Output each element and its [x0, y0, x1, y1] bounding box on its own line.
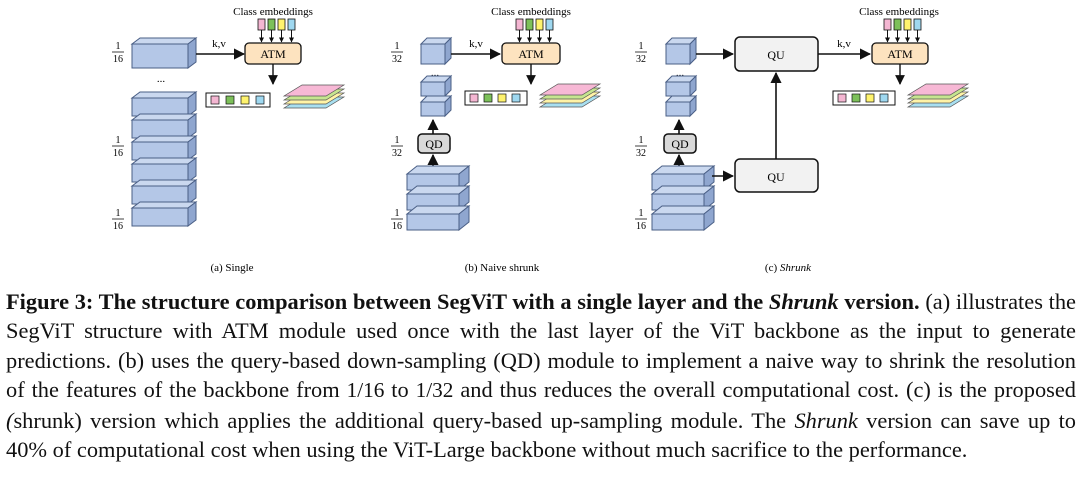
- caption-text-3c: shrunk) version which applies the additi…: [13, 407, 795, 433]
- panel-c-shrunk: ... QD 1 32 1 32 1 16: [635, 6, 970, 274]
- scale-label-top: 1 32: [391, 41, 403, 65]
- svg-text:16: 16: [113, 221, 123, 232]
- svg-text:ATM: ATM: [260, 47, 286, 61]
- caption-text-3: and thus reduces the overall computation…: [453, 377, 1076, 403]
- panel-a-single: ... 1 16: [112, 6, 346, 274]
- atm-module: ATM: [244, 42, 302, 65]
- caption-text-2: to: [384, 377, 416, 403]
- svg-text:32: 32: [636, 148, 646, 159]
- panel-label: (b) Naive shrunk: [465, 262, 540, 274]
- output-tokens: [464, 90, 528, 106]
- atm-module: ATM: [501, 42, 561, 65]
- svg-text:16: 16: [113, 54, 123, 65]
- qd-module: QD: [663, 133, 697, 154]
- kv-label: k,v: [469, 38, 483, 50]
- class-embedding-tokens: [883, 18, 922, 43]
- svg-text:32: 32: [392, 54, 402, 65]
- svg-text:1: 1: [116, 208, 121, 219]
- scale-label-mid: 1 32: [635, 135, 647, 159]
- panel-label: (a) Single: [210, 262, 253, 274]
- class-embeddings-label: Class embeddings: [233, 6, 313, 18]
- svg-text:1: 1: [639, 41, 644, 52]
- svg-text:32: 32: [636, 54, 646, 65]
- feature-block: [130, 37, 198, 69]
- qu-module-bottom: QU: [734, 158, 819, 193]
- svg-text:1: 1: [395, 41, 400, 52]
- svg-text:1: 1: [116, 135, 121, 146]
- backbone-stack: [130, 91, 198, 227]
- class-embeddings-label: Class embeddings: [859, 6, 939, 18]
- backbone-stack: [650, 164, 716, 232]
- qd-module: QD: [417, 133, 451, 154]
- output-tokens: [832, 90, 896, 106]
- qu-module-top: QU: [734, 36, 819, 72]
- atm-module: ATM: [871, 42, 929, 65]
- caption-paren: (: [6, 407, 14, 433]
- fraction-1-16: 1/16: [346, 378, 385, 403]
- ellipsis: ...: [157, 73, 166, 85]
- svg-text:1: 1: [639, 208, 644, 219]
- svg-text:16: 16: [392, 221, 402, 232]
- svg-text:16: 16: [113, 148, 123, 159]
- feature-block: [419, 36, 453, 66]
- class-embedding-tokens: [257, 18, 296, 43]
- figure-3-diagram: ... 1 16: [112, 6, 970, 274]
- scale-label-bottom: 1 16: [635, 208, 647, 232]
- svg-text:1: 1: [395, 135, 400, 146]
- svg-text:32: 32: [392, 148, 402, 159]
- scale-label-mid: 1 16: [112, 135, 124, 159]
- svg-text:QU: QU: [767, 48, 785, 62]
- svg-text:QU: QU: [767, 170, 785, 184]
- svg-text:1: 1: [116, 41, 121, 52]
- svg-text:1: 1: [639, 135, 644, 146]
- scale-label-mid: 1 32: [391, 135, 403, 159]
- panel-label: (c) Shrunk: [765, 262, 812, 274]
- caption-title: Figure 3: The structure comparison betwe…: [6, 289, 920, 314]
- small-block-stack: [664, 74, 698, 118]
- small-block-stack: [419, 74, 453, 118]
- scale-label-top: 1 16: [112, 41, 124, 65]
- caption-text-4: version can save up to 40% of computatio…: [6, 407, 1076, 463]
- svg-text:QD: QD: [671, 137, 689, 151]
- scale-label-bottom: 1 16: [391, 208, 403, 232]
- panel-b-naive-shrunk: ... QD 1 32 1 32 1 16: [391, 6, 602, 274]
- kv-label: k,v: [837, 38, 851, 50]
- backbone-stack: [405, 164, 471, 232]
- svg-text:16: 16: [636, 221, 646, 232]
- ellipsis: ...: [676, 67, 685, 79]
- kv-label: k,v: [212, 38, 226, 50]
- svg-text:ATM: ATM: [887, 47, 913, 61]
- ellipsis: ...: [431, 67, 440, 79]
- caption-text-1: (a) illustrates the SegViT structure wit…: [6, 289, 1076, 403]
- mask-maps: [538, 83, 602, 108]
- caption-shrunk-term: Shrunk: [794, 407, 858, 433]
- output-tokens: [205, 92, 271, 108]
- scale-label-top: 1 32: [635, 41, 647, 65]
- feature-block: [664, 36, 698, 66]
- class-embedding-tokens: [515, 18, 554, 43]
- svg-text:1: 1: [395, 208, 400, 219]
- fraction-1-32: 1/32: [415, 378, 454, 403]
- mask-maps: [282, 84, 346, 109]
- figure-caption: Figure 3: The structure comparison betwe…: [6, 287, 1076, 464]
- mask-maps: [906, 83, 970, 108]
- svg-text:QD: QD: [425, 137, 443, 151]
- svg-text:ATM: ATM: [518, 47, 544, 61]
- class-embeddings-label: Class embeddings: [491, 6, 571, 18]
- scale-label-bottom: 1 16: [112, 208, 124, 232]
